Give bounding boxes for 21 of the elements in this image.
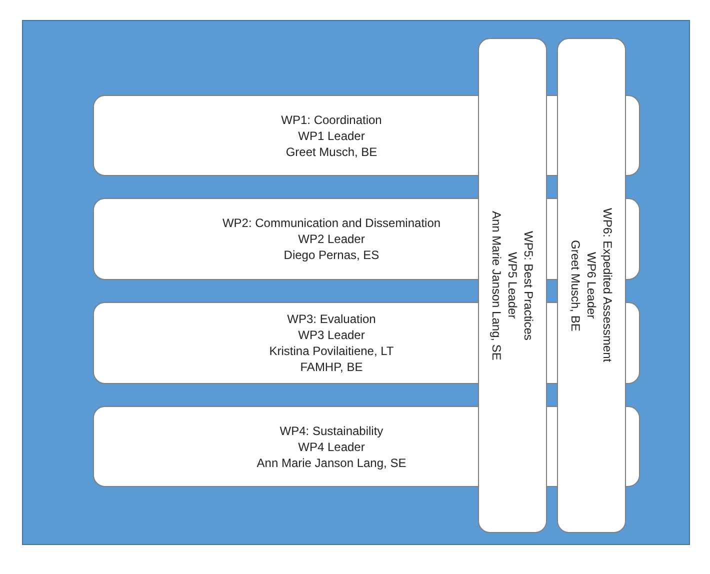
package-text: FAMHP, BE: [300, 359, 363, 375]
package-title: WP1: Coordination: [281, 112, 382, 128]
package-text: Kristina Povilaitiene, LT: [269, 343, 394, 359]
package-text: WP4 Leader: [298, 438, 365, 454]
package-title: WP6: Expedited Assessment: [600, 208, 616, 363]
package-text: WP1 Leader: [298, 128, 365, 144]
package-text: Greet Musch, BE: [286, 144, 378, 160]
package-text: Ann Marie Janson Lang, SE: [488, 210, 504, 360]
vertical-work-package-box: [557, 38, 626, 533]
package-text: WP3 Leader: [298, 327, 365, 343]
package-text: Greet Musch, BE: [568, 240, 584, 332]
package-title: WP4: Sustainability: [280, 422, 384, 438]
package-text: WP5 Leader: [504, 252, 520, 319]
vertical-work-package-box: [478, 38, 547, 533]
package-title: WP3: Evaluation: [287, 311, 376, 327]
package-text: WP6 Leader: [584, 252, 600, 319]
package-text: Diego Pernas, ES: [284, 247, 380, 263]
package-text: WP2 Leader: [298, 231, 365, 247]
package-title: WP5: Best Practices: [520, 230, 536, 340]
package-text: Ann Marie Janson Lang, SE: [256, 454, 406, 470]
package-title: WP2: Communication and Dissemination: [222, 215, 441, 231]
